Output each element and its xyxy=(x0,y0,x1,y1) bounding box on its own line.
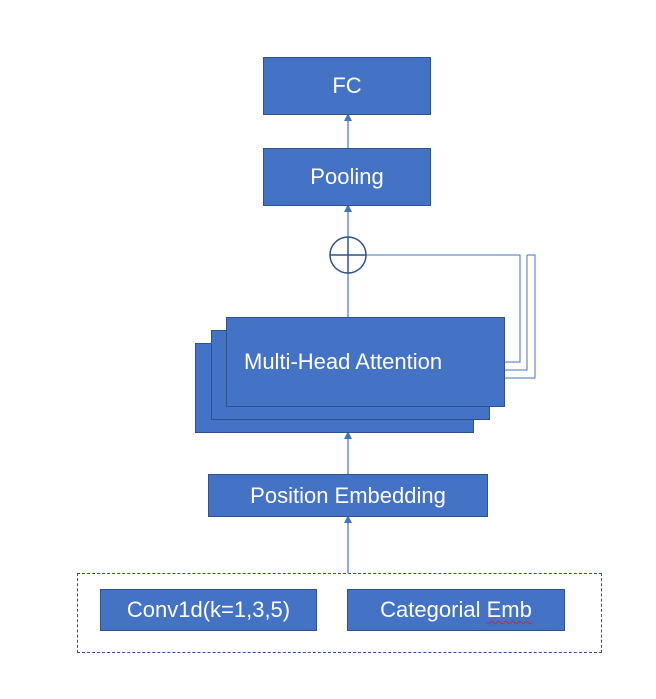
fc-label: FC xyxy=(332,73,362,98)
input-group-frame xyxy=(77,573,602,653)
categorial-emb-box: Categorial Emb xyxy=(347,589,565,631)
categorial-emb-word: Emb xyxy=(486,597,532,622)
conv1d-box: Conv1d(k=1,3,5) xyxy=(100,589,317,631)
position-embedding-box: Position Embedding xyxy=(208,474,488,517)
conv-label: Conv1d(k=1,3,5) xyxy=(126,597,291,622)
categorial-prefix: Categorial xyxy=(380,597,487,622)
residual-line-1 xyxy=(366,254,521,363)
categorial-label: Categorial Emb xyxy=(380,597,532,623)
pooling-box: Pooling xyxy=(263,148,431,206)
pooling-label: Pooling xyxy=(310,164,384,189)
position-label: Position Embedding xyxy=(250,482,446,508)
attention-label: Multi-Head Attention xyxy=(244,349,443,374)
fc-box: FC xyxy=(263,57,431,115)
multi-head-attention-box: Multi-Head Attention xyxy=(226,317,505,407)
